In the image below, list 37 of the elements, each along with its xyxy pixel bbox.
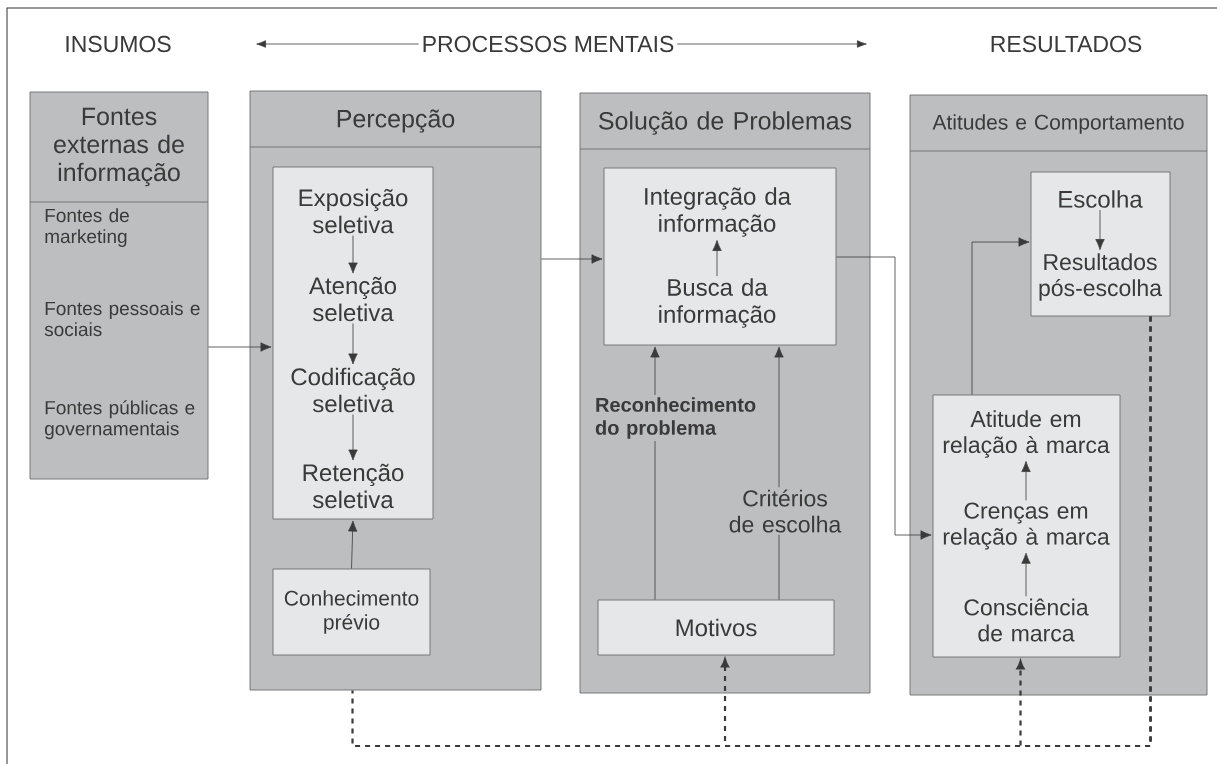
stage-label: Atenção seletiva	[309, 276, 397, 322]
arrow	[208, 342, 272, 352]
stage-label: Integração da informação	[645, 187, 792, 237]
arrow	[348, 520, 358, 569]
arrow	[1021, 552, 1031, 597]
stage-label: Consciência de marca	[964, 598, 1089, 642]
influence-label: Critérios de escolha	[729, 489, 842, 533]
arrow	[541, 254, 603, 264]
arrow	[1095, 209, 1105, 250]
column-heading: PROCESSOS MENTAIS	[418, 32, 678, 56]
stage-box	[272, 166, 434, 520]
process-box: Conhecimento prévio	[272, 568, 431, 656]
stage-label: Atitude em relação à marca	[943, 410, 1110, 458]
arrow	[348, 323, 358, 365]
stage-label: Crenças em relação à marca	[943, 502, 1110, 550]
arrow	[348, 235, 358, 274]
stage-label: Resultados pós-escolha	[1039, 253, 1162, 301]
arrow	[712, 240, 722, 277]
column-heading: INSUMOS	[61, 32, 175, 56]
arrow	[774, 346, 784, 488]
stage-label: Escolha	[1059, 190, 1143, 208]
arrow	[650, 346, 660, 396]
stage-box	[603, 167, 837, 346]
column-heading: RESULTADOS	[986, 32, 1146, 56]
source-panel: Fontes externas de informação Fontes de marketing Fontes pessoais e sociais Fontes públicas e governamentais	[29, 91, 209, 480]
stage-label: Retenção seletiva	[303, 463, 404, 509]
stage-label: Busca da informação	[659, 278, 776, 328]
arrow	[1021, 461, 1031, 501]
influence-label: Reconhecimento do problema	[595, 397, 756, 439]
process-box: Motivos	[597, 599, 835, 656]
stage-label: Codificação seletiva	[291, 367, 415, 413]
stage-box	[1030, 171, 1171, 317]
stage-box	[932, 394, 1121, 658]
arrow	[836, 256, 932, 540]
arrow	[348, 414, 358, 461]
arrow	[971, 237, 1030, 395]
stage-label: Exposição seletiva	[299, 188, 408, 234]
